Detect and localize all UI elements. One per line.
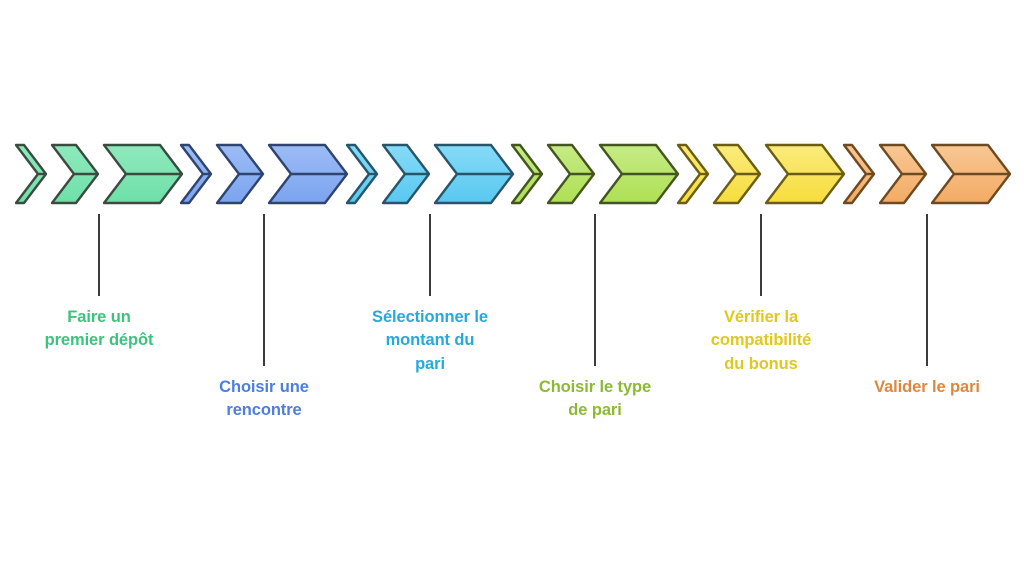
process-step-2[interactable]: Choisir une rencontre (179, 0, 349, 576)
chevron-group (676, 143, 846, 205)
chevron-group (842, 143, 1012, 205)
step-label-line: montant du (385, 331, 475, 350)
step-connector-line (263, 214, 265, 366)
process-step-6[interactable]: Valider le pari (842, 0, 1012, 576)
step-chevron-icon (510, 143, 680, 205)
step-label: Vérifier la compatibilité du bonus (676, 306, 846, 376)
step-label-line: Faire un (67, 308, 131, 326)
step-label-line: du bonus (724, 354, 798, 373)
step-label: Choisir une rencontre (179, 376, 349, 423)
chevron-group (345, 143, 515, 205)
step-label-line: compatibilité (710, 331, 812, 350)
chevron-group (510, 143, 680, 205)
step-chevron-icon (345, 143, 515, 205)
process-step-3[interactable]: Sélectionner le montant du pari (345, 0, 515, 576)
step-label: Choisir le type de pari (510, 376, 680, 423)
process-step-4[interactable]: Choisir le type de pari (510, 0, 680, 576)
process-step-1[interactable]: Faire un premier dépôt (14, 0, 184, 576)
step-connector-line (98, 214, 100, 296)
step-label: Sélectionner le montant du pari (345, 306, 515, 376)
chevron-group (179, 143, 349, 205)
step-label-line: pari (415, 354, 445, 373)
step-label-line: Choisir le type (538, 378, 652, 396)
chevron-group (14, 143, 184, 205)
step-connector-line (926, 214, 928, 366)
step-label-line: premier dépôt (44, 331, 154, 350)
step-label-line: de pari (568, 401, 622, 420)
step-label-line: Vérifier la (723, 308, 799, 326)
step-connector-line (760, 214, 762, 296)
step-chevron-icon (179, 143, 349, 205)
step-chevron-icon (676, 143, 846, 205)
step-label: Faire un premier dépôt (14, 306, 184, 353)
step-label-line: rencontre (226, 401, 302, 420)
step-chevron-icon (842, 143, 1012, 205)
step-connector-line (429, 214, 431, 296)
step-label-line: Sélectionner le (372, 308, 488, 326)
step-label-line: Choisir une (219, 378, 309, 396)
process-step-5[interactable]: Vérifier la compatibilité du bonus (676, 0, 846, 576)
step-label-line: Valider le pari (874, 378, 980, 396)
step-connector-line (594, 214, 596, 366)
step-label: Valider le pari (842, 376, 1012, 399)
step-chevron-icon (14, 143, 184, 205)
